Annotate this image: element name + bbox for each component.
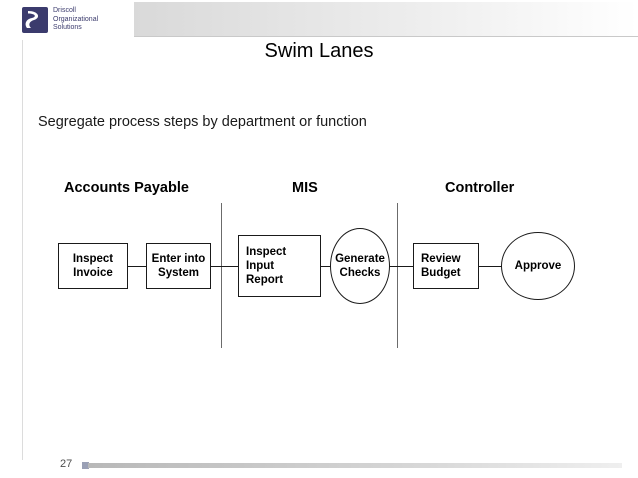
logo-line-1: Driscoll <box>53 7 76 15</box>
footer-accent-square <box>82 462 89 469</box>
lane-divider-1 <box>221 203 223 348</box>
lane-header-mis: MIS <box>292 180 318 196</box>
connector-review-budget-to-approve <box>478 266 502 268</box>
left-vertical-rule <box>22 40 23 460</box>
node-generate-checks-line-2: Checks <box>339 267 381 279</box>
logo: Driscoll Organizational Solutions <box>22 0 134 40</box>
page-number: 27 <box>60 458 73 470</box>
lane-header-accounts-payable: Accounts Payable <box>64 180 189 196</box>
page-title: Swim Lanes <box>264 40 374 62</box>
node-enter-into-system-line-1: Enter into <box>151 253 206 265</box>
connector-inspect-invoice-to-enter-system <box>128 266 146 268</box>
node-enter-into-system[interactable]: Enter into System <box>146 243 211 289</box>
logo-line-2: Organizational <box>53 15 99 23</box>
connector-inspect-report-to-generate-checks <box>320 266 332 268</box>
node-generate-checks-line-1: Generate <box>335 253 385 265</box>
node-inspect-input-report-line-3: Report <box>246 274 284 286</box>
node-inspect-invoice-line-2: Invoice <box>73 267 113 279</box>
node-approve-line-1: Approve <box>514 260 562 272</box>
logo-line-3: Solutions <box>53 24 82 32</box>
lane-header-controller: Controller <box>445 180 515 196</box>
node-review-budget-line-2: Budget <box>421 267 461 279</box>
node-review-budget[interactable]: Review Budget <box>413 243 479 289</box>
connector-enter-system-to-inspect-report <box>210 266 238 268</box>
node-inspect-invoice[interactable]: Inspect Invoice <box>58 243 128 289</box>
node-inspect-invoice-line-1: Inspect <box>72 253 114 265</box>
footer-bar <box>88 463 622 468</box>
slide-subtitle: Segregate process steps by department or… <box>38 114 367 130</box>
node-inspect-input-report-line-1: Inspect <box>246 246 287 258</box>
header-divider <box>134 36 638 37</box>
node-approve[interactable]: Approve <box>501 232 575 300</box>
logo-text: Driscoll Organizational Solutions <box>53 7 98 33</box>
node-inspect-input-report-line-2: Input <box>246 260 275 272</box>
node-generate-checks[interactable]: Generate Checks <box>330 228 390 304</box>
node-review-budget-line-1: Review <box>421 253 461 265</box>
driscoll-swoosh-icon <box>22 7 48 33</box>
header-bar <box>134 2 638 36</box>
node-inspect-input-report[interactable]: Inspect Input Report <box>238 235 321 297</box>
connector-generate-checks-to-review-budget <box>388 266 414 268</box>
node-enter-into-system-line-2: System <box>158 267 199 279</box>
lane-divider-2 <box>397 203 399 348</box>
